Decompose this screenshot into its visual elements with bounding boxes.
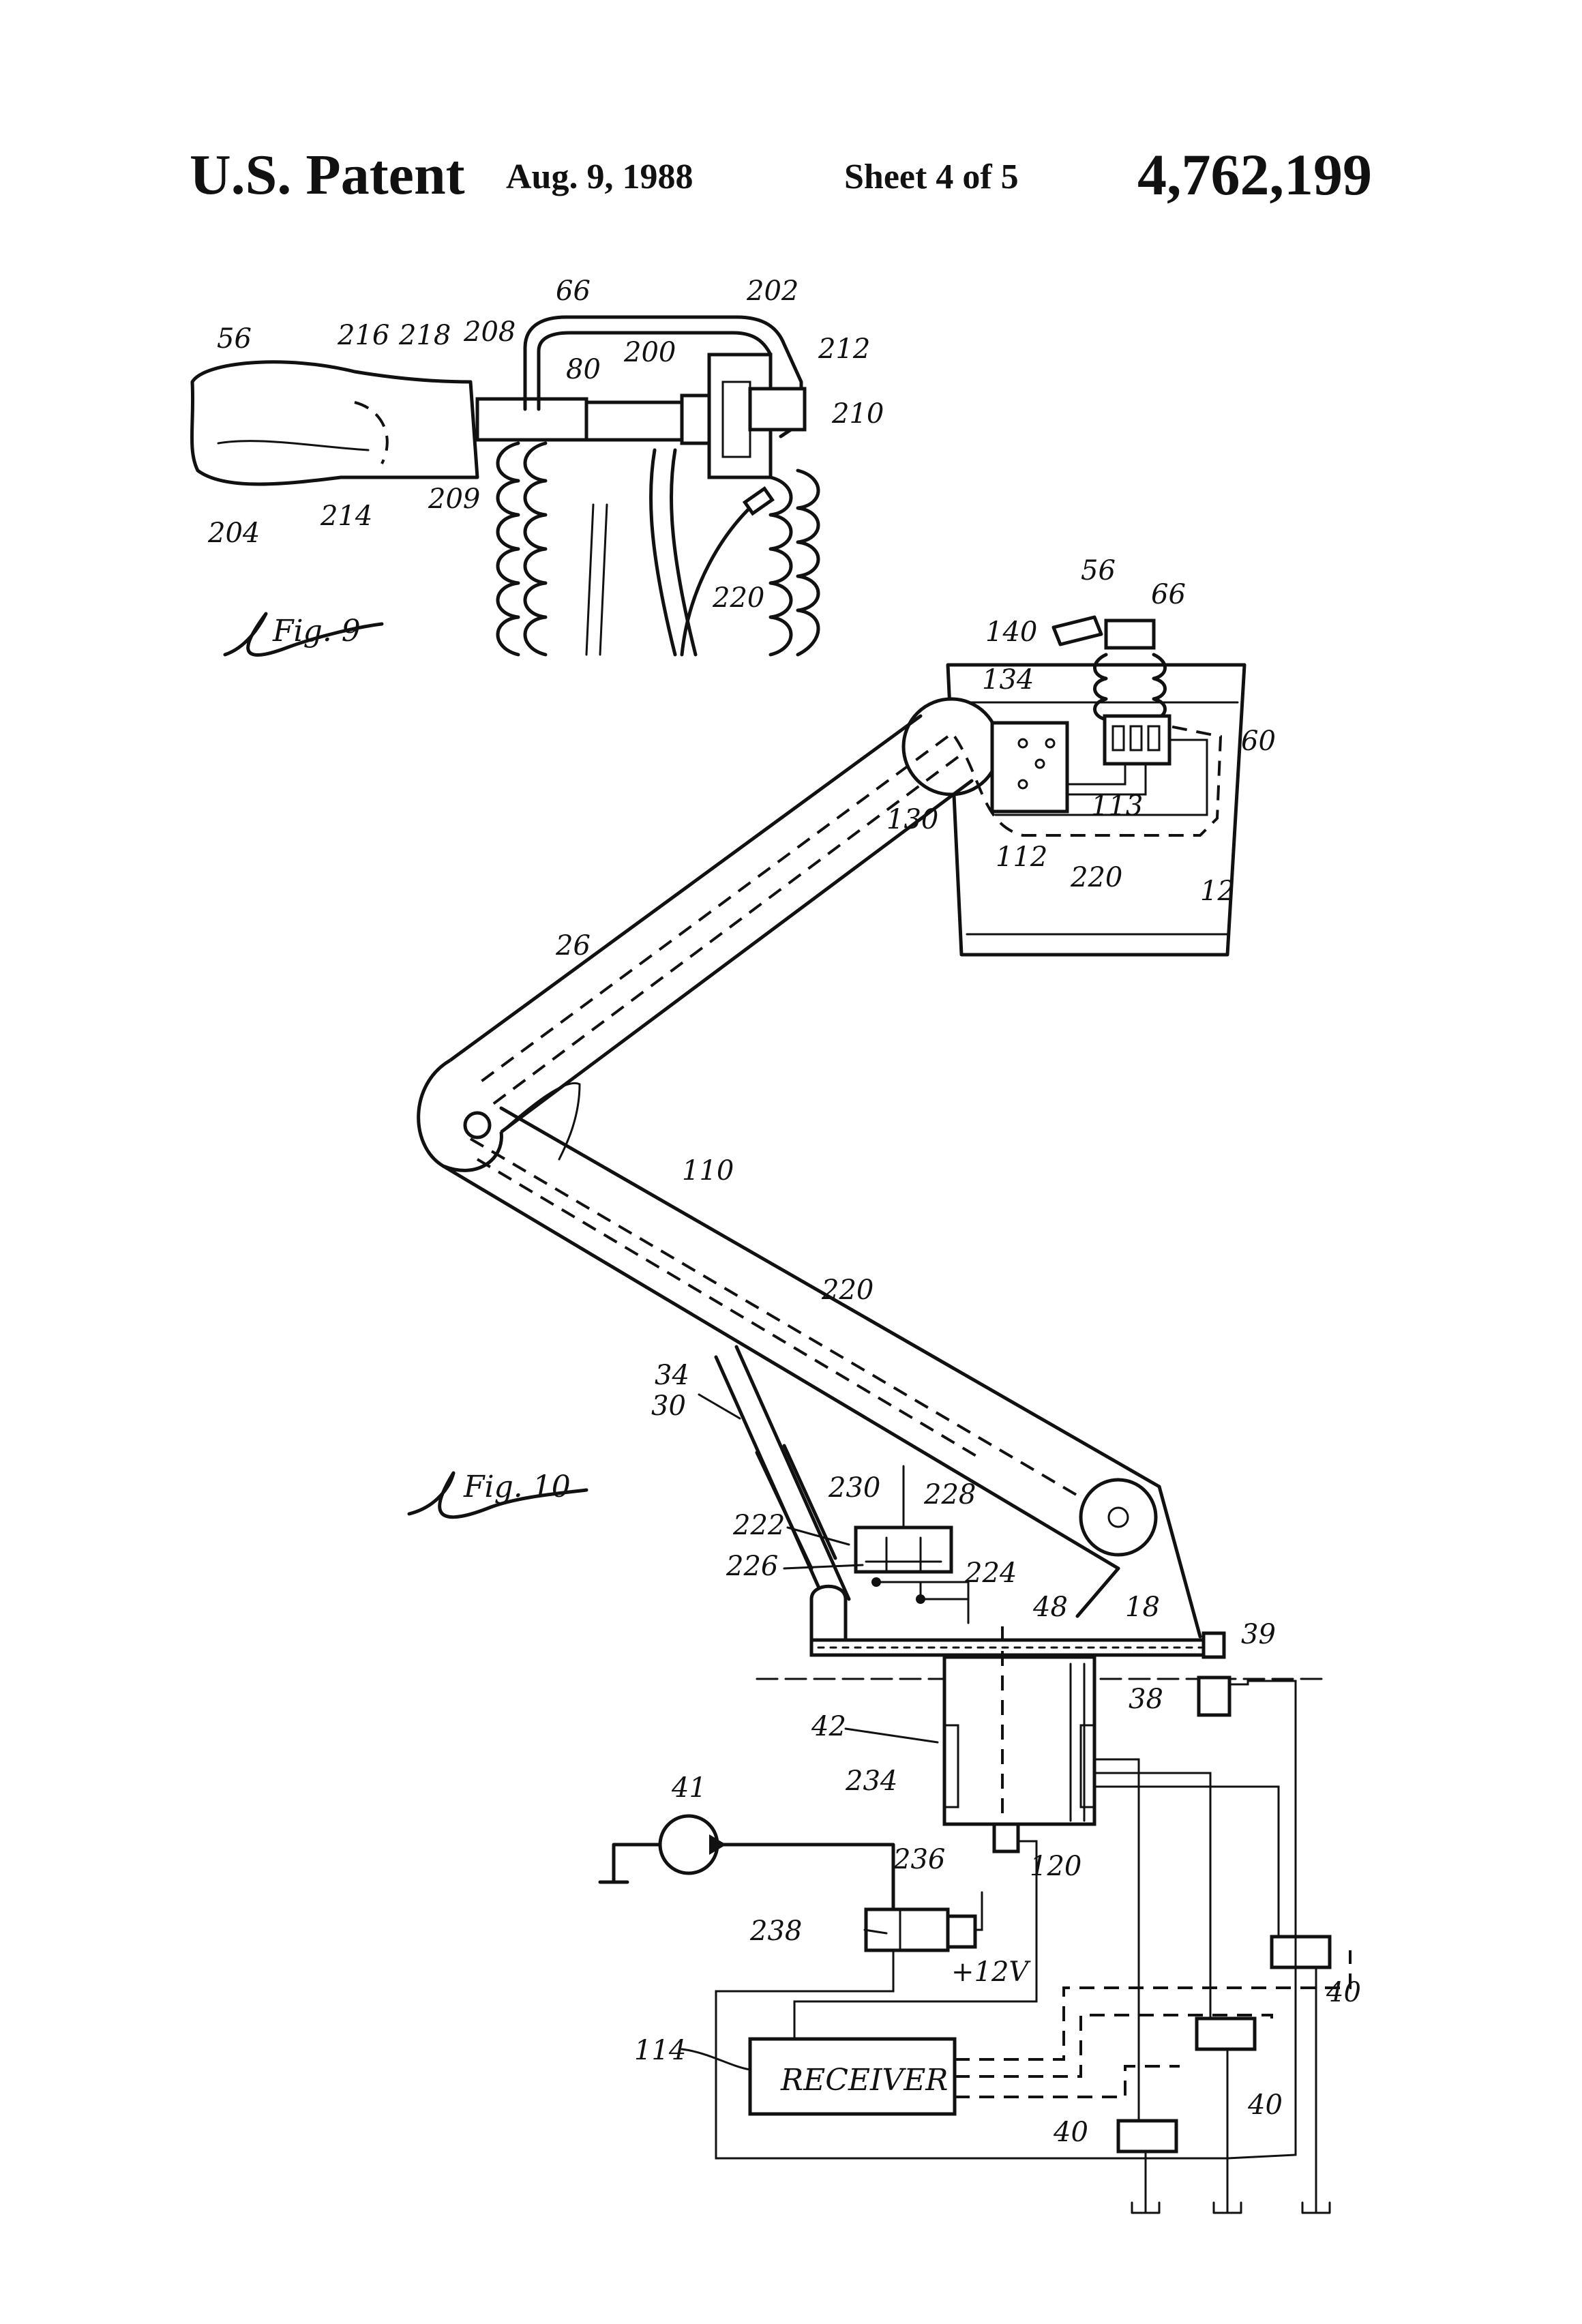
ref-140: 140 — [985, 616, 1037, 648]
pedestal-42 — [944, 1657, 1094, 1824]
ref-208: 208 — [463, 316, 516, 348]
ref-134: 134 — [982, 664, 1034, 696]
valve-40-c — [1272, 1937, 1330, 1967]
sensor-38 — [1199, 1678, 1229, 1715]
ref-42: 42 — [811, 1711, 846, 1742]
ref-220c: 220 — [821, 1275, 874, 1306]
ref-66b: 66 — [1151, 579, 1186, 610]
ref-224: 224 — [964, 1558, 1017, 1589]
ref-112: 112 — [996, 841, 1047, 873]
handle-grip-56 — [192, 362, 477, 484]
receiver-label: RECEIVER — [780, 2063, 948, 2098]
ref-56b: 56 — [1081, 555, 1116, 586]
ref-234: 234 — [845, 1766, 897, 1797]
valve-238 — [866, 1909, 948, 1950]
ref-114: 114 — [634, 2035, 686, 2066]
ref-38: 38 — [1129, 1684, 1163, 1715]
ref-228: 228 — [923, 1479, 976, 1510]
ref-209: 209 — [428, 483, 480, 515]
valve-40-b — [1197, 2018, 1255, 2049]
ref-200: 200 — [623, 337, 676, 368]
ref-60: 60 — [1241, 726, 1276, 757]
ref-26: 26 — [555, 930, 591, 962]
ref-30: 30 — [651, 1390, 686, 1422]
ref-230: 230 — [828, 1472, 880, 1504]
pump-41 — [660, 1816, 717, 1873]
ref-41: 41 — [671, 1772, 706, 1804]
fig9-caption: Fig. 9 — [272, 614, 361, 649]
ref-56: 56 — [217, 323, 252, 355]
fig10-caption: Fig. 10 — [463, 1470, 571, 1504]
ref-218: 218 — [398, 320, 451, 351]
figure-10: RECEIVER 56 66 140 134 60 — [409, 555, 1361, 2213]
ref-40-c: 40 — [1326, 1977, 1361, 2008]
ref-120: 120 — [1030, 1851, 1081, 1882]
valve-40-a — [1118, 2121, 1176, 2151]
ref-214: 214 — [320, 501, 372, 532]
ref-226: 226 — [726, 1551, 778, 1582]
ref-40-a: 40 — [1053, 2117, 1088, 2148]
ref-110: 110 — [682, 1155, 734, 1187]
ref-18: 18 — [1125, 1592, 1160, 1623]
bellows-right — [771, 477, 791, 655]
ref-202: 202 — [746, 275, 799, 307]
upper-boom-26 — [450, 716, 972, 1132]
ref-39: 39 — [1241, 1619, 1276, 1650]
bellows-left — [498, 443, 518, 655]
voltage-label: +12V — [951, 1956, 1031, 1988]
ref-66: 66 — [556, 275, 591, 307]
ref-113: 113 — [1091, 790, 1143, 822]
ref-220b: 220 — [1070, 862, 1122, 893]
valve-228 — [856, 1528, 951, 1572]
ref-236: 236 — [893, 1844, 945, 1875]
ref-212: 212 — [818, 333, 870, 365]
ref-130: 130 — [886, 804, 938, 835]
cable-220 — [682, 501, 757, 655]
ref-238: 238 — [749, 1916, 802, 1947]
ref-220: 220 — [712, 582, 764, 614]
figure-9: 56 216 218 208 66 202 200 80 212 210 204… — [192, 275, 884, 655]
ref-216: 216 — [337, 320, 389, 351]
ref-40-b: 40 — [1247, 2089, 1283, 2121]
ref-12: 12 — [1200, 876, 1235, 907]
ref-48: 48 — [1032, 1592, 1068, 1623]
ref-204: 204 — [207, 518, 260, 549]
ref-80: 80 — [566, 354, 601, 385]
control-box-134 — [992, 723, 1067, 811]
ref-34: 34 — [655, 1360, 689, 1391]
ref-210: 210 — [831, 398, 884, 430]
ref-222: 222 — [732, 1510, 785, 1541]
